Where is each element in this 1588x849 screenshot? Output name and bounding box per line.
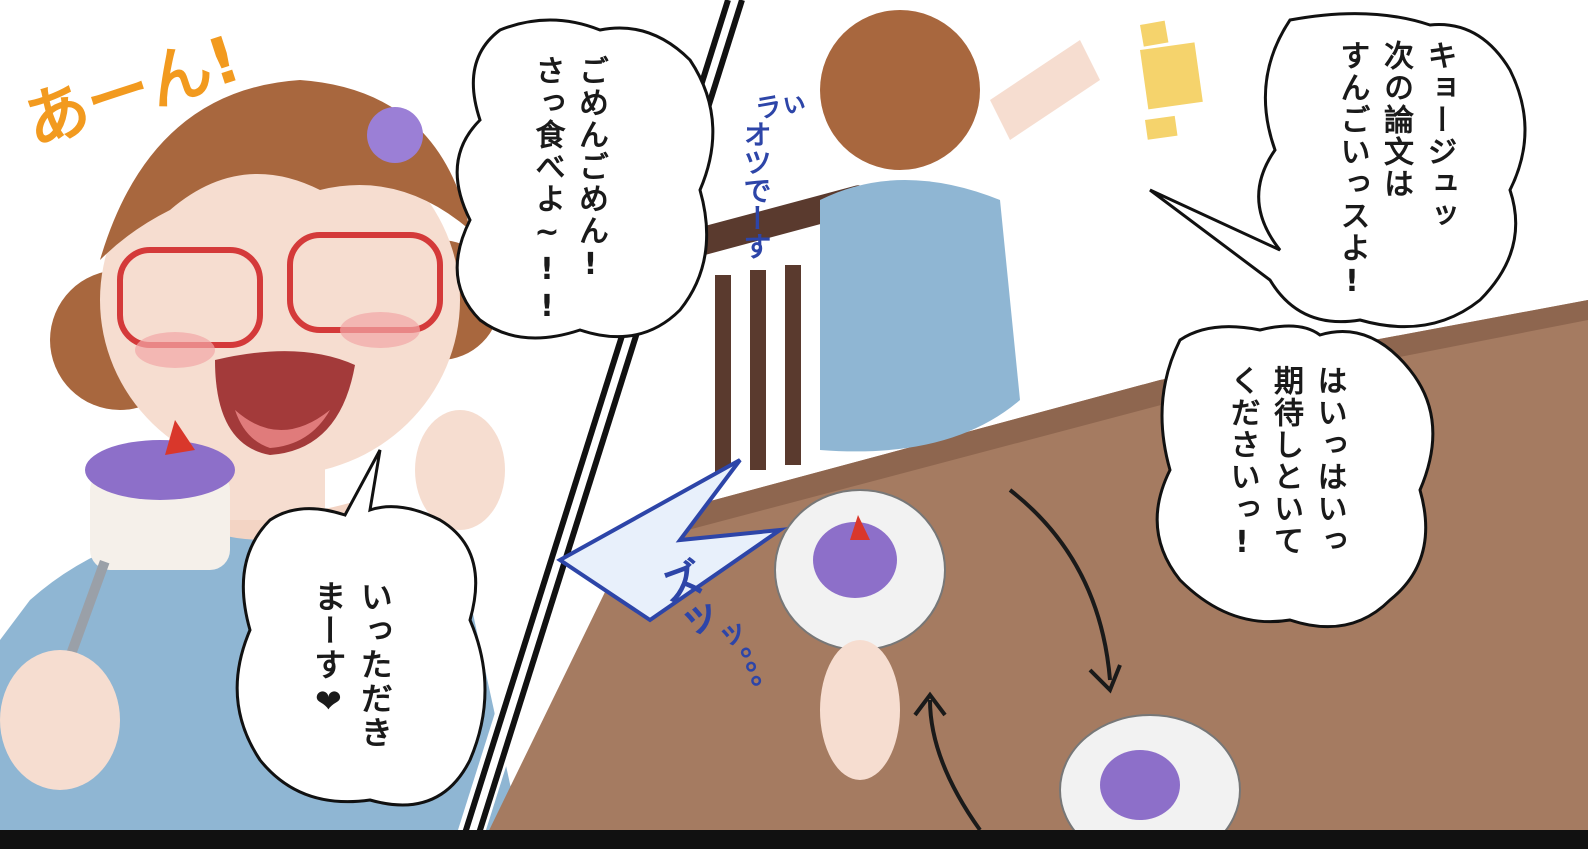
bubble-haihai-text: はいっはいっ 期待しといて くださいっ! [1224,365,1347,562]
bubble-gomen-text: ごめんごめん! さっ食べよ~!! [529,55,609,326]
sfx-otsu: オツでーす [739,120,773,260]
bubble-itadaki-shape [235,449,487,807]
bubble-gomen-shape [455,18,715,340]
bubble-itadaki-text: いっただき まーす❤ [309,580,394,750]
bubble-kyoju-shape [1149,12,1527,329]
bubble-haihai-shape [1155,324,1435,629]
left-cake-art [62,420,235,667]
bubble-kyoju-text: キョージュッ 次の論文は すんごいっスよ! [1334,40,1457,301]
